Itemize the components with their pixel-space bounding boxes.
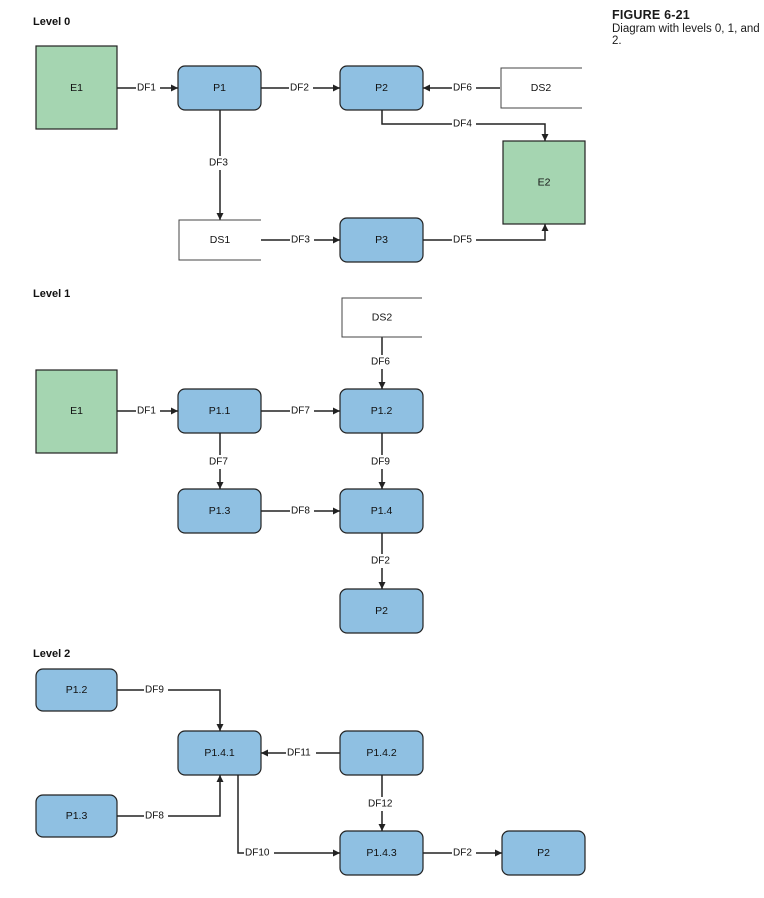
svg-text:P1.4.1: P1.4.1 xyxy=(204,747,235,759)
label-df9: DF9 xyxy=(371,457,390,468)
process-p1-3: P1.3 xyxy=(35,794,118,838)
svg-text:P1.3: P1.3 xyxy=(209,505,231,517)
label-df1: DF1 xyxy=(137,406,156,417)
label-df2: DF2 xyxy=(453,848,472,859)
process-p1: P1 xyxy=(177,65,262,111)
process-p1-4-2: P1.4.2 xyxy=(339,730,424,776)
label-df7-down: DF7 xyxy=(209,457,228,468)
process-p1-4-3: P1.4.3 xyxy=(339,830,424,876)
label-df8: DF8 xyxy=(145,811,164,822)
level-0-flow-labels: DF1 DF2 DF6 DF4 DF3 DF3 DF5 xyxy=(136,81,476,247)
level-1-edges xyxy=(117,337,386,589)
process-p1-1: P1.1 xyxy=(177,388,262,434)
datastore-ds1: DS1 xyxy=(178,219,261,261)
entity-e1: E1 xyxy=(35,45,118,130)
flow-df10 xyxy=(237,775,340,857)
svg-text:P1.1: P1.1 xyxy=(209,405,231,417)
svg-text:P1.3: P1.3 xyxy=(66,810,88,822)
label-df2: DF2 xyxy=(371,556,390,567)
label-df2: DF2 xyxy=(290,83,309,94)
entity-e2: E2 xyxy=(502,140,586,225)
figure-caption: Diagram with levels 0, 1, and 2. xyxy=(612,23,760,47)
level-0-label: Level 0 xyxy=(33,16,70,28)
label-df10: DF10 xyxy=(245,848,270,859)
label-df3-down: DF3 xyxy=(209,158,228,169)
process-p1-2: P1.2 xyxy=(339,388,424,434)
flow-df9 xyxy=(117,689,224,731)
label-df12: DF12 xyxy=(368,799,393,810)
level-0-edges xyxy=(117,84,549,244)
label-df6: DF6 xyxy=(453,83,472,94)
process-p1-2: P1.2 xyxy=(35,668,118,712)
svg-text:P2: P2 xyxy=(375,82,388,94)
flow-df5 xyxy=(423,224,549,241)
label-df7-right: DF7 xyxy=(291,406,310,417)
svg-text:P1.4.2: P1.4.2 xyxy=(366,747,397,759)
datastore-ds2: DS2 xyxy=(341,297,422,338)
svg-text:E2: E2 xyxy=(538,177,551,189)
svg-text:P2: P2 xyxy=(537,847,550,859)
process-p3: P3 xyxy=(339,217,424,263)
svg-text:DS2: DS2 xyxy=(372,312,393,324)
svg-text:DS1: DS1 xyxy=(210,234,231,246)
label-df4: DF4 xyxy=(453,119,472,130)
level-2-label: Level 2 xyxy=(33,648,70,660)
flow-df8 xyxy=(117,775,224,817)
entity-e1: E1 xyxy=(35,369,118,454)
process-p2: P2 xyxy=(339,588,424,634)
svg-text:P1.4.3: P1.4.3 xyxy=(366,847,397,859)
process-p2: P2 xyxy=(501,830,586,876)
label-df1: DF1 xyxy=(137,83,156,94)
label-df3-right: DF3 xyxy=(291,235,310,246)
svg-text:P3: P3 xyxy=(375,234,388,246)
label-df8: DF8 xyxy=(291,506,310,517)
svg-text:P1.4: P1.4 xyxy=(371,505,393,517)
figure-caption-block: FIGURE 6-21 Diagram with levels 0, 1, an… xyxy=(612,8,762,47)
label-df6: DF6 xyxy=(371,357,390,368)
svg-text:E1: E1 xyxy=(70,405,83,417)
figure-number: FIGURE 6-21 xyxy=(612,8,690,22)
level-2-flow-labels: DF9 DF8 DF11 DF12 DF10 DF2 xyxy=(144,683,476,860)
level-1-flow-labels: DF1 DF7 DF6 DF7 DF9 DF8 DF2 xyxy=(136,355,394,568)
datastore-ds2: DS2 xyxy=(500,67,582,109)
process-p1-3: P1.3 xyxy=(177,488,262,534)
process-p1-4-1: P1.4.1 xyxy=(177,730,262,776)
level-1-label: Level 1 xyxy=(33,288,70,300)
svg-text:P2: P2 xyxy=(375,605,388,617)
label-df5: DF5 xyxy=(453,235,472,246)
label-df9: DF9 xyxy=(145,685,164,696)
svg-text:P1.2: P1.2 xyxy=(371,405,393,417)
process-p1-4: P1.4 xyxy=(339,488,424,534)
svg-text:E1: E1 xyxy=(70,82,83,94)
svg-text:P1.2: P1.2 xyxy=(66,684,88,696)
label-df11: DF11 xyxy=(287,748,311,759)
svg-text:P1: P1 xyxy=(213,82,226,94)
svg-text:DS2: DS2 xyxy=(531,82,552,94)
process-p2: P2 xyxy=(339,65,424,111)
level-2-edges xyxy=(117,689,502,857)
